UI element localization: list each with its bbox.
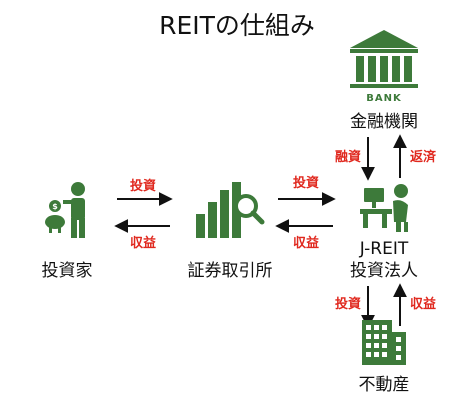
bank-label: 金融機関 <box>350 112 418 132</box>
person-at-desk-computer-icon <box>360 184 408 232</box>
repayment-label: 返済 <box>410 149 437 165</box>
realestate-label: 不動産 <box>359 375 410 395</box>
bar-chart-magnifier-icon <box>196 182 265 238</box>
investor-with-piggy-bank-icon <box>45 182 85 238</box>
diagram-title: REITの仕組み <box>159 11 315 40</box>
return-label-3: 収益 <box>410 296 436 312</box>
investor-label: 投資家 <box>42 261 93 281</box>
invest-label-3: 投資 <box>335 296 361 312</box>
bank-building-icon <box>350 30 418 88</box>
loan-label: 融資 <box>335 149 361 165</box>
return-label-2: 収益 <box>293 235 319 251</box>
return-label-1: 収益 <box>130 235 156 251</box>
bank-sign-text: BANK <box>366 93 402 104</box>
coin-dollar-symbol: $ <box>52 202 58 211</box>
invest-label-2: 投資 <box>293 175 319 191</box>
office-building-icon <box>362 320 406 365</box>
jreit-label-line2: 投資法人 <box>350 261 418 281</box>
invest-label-1: 投資 <box>130 178 156 194</box>
jreit-label-line1: J-REIT <box>359 239 409 259</box>
exchange-label: 証券取引所 <box>188 261 273 281</box>
